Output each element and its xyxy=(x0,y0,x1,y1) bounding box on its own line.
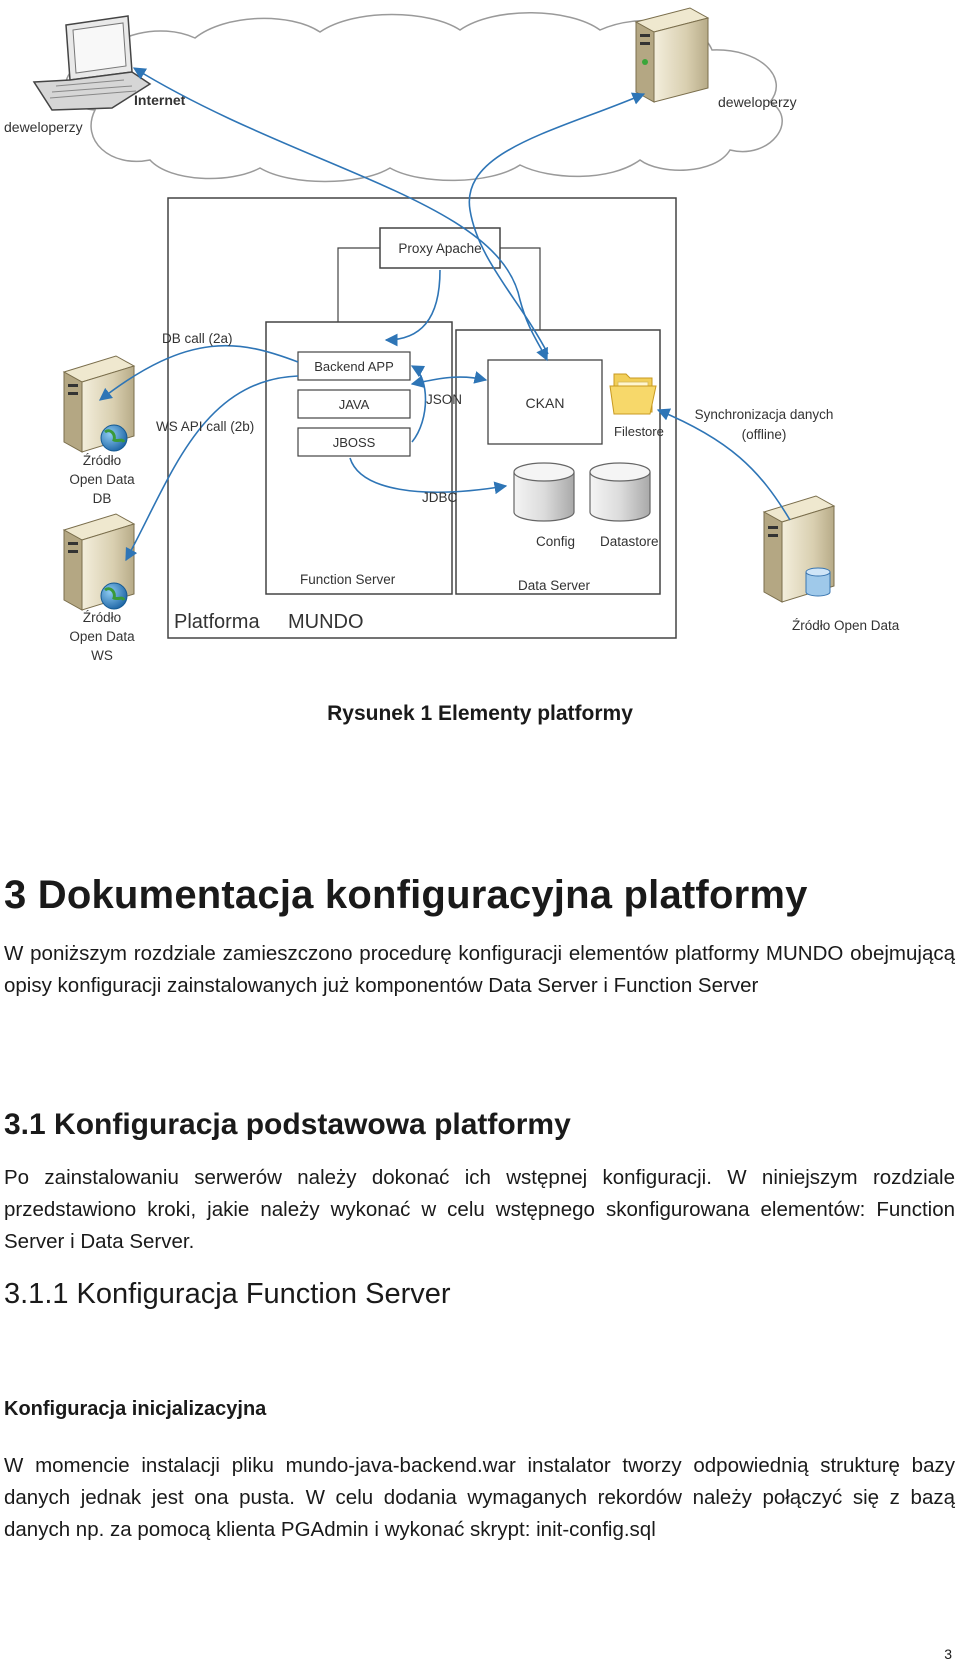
platform-architecture-diagram: Internet deweloperzy deweloperzy Platfor… xyxy=(4,7,900,663)
section-heading: 3 Dokumentacja konfiguracyjna platformy xyxy=(4,873,808,917)
json-arrow xyxy=(410,371,488,388)
internet-label: Internet xyxy=(134,92,186,108)
platform-name: MUNDO xyxy=(288,611,364,633)
paragraph-heading: Konfiguracja inicjalizacyjna xyxy=(4,1398,267,1420)
jboss-to-backend-arrow xyxy=(410,365,427,443)
jboss-box xyxy=(297,427,411,457)
subsubsection-heading: 3.1.1 Konfiguracja Function Server xyxy=(4,1278,451,1310)
datastore-database-icon xyxy=(589,462,651,522)
developers-left-label: deweloperzy xyxy=(4,119,83,135)
ckan-label: CKAN xyxy=(526,395,565,411)
src-db-label-2: Open Data xyxy=(69,472,135,487)
open-data-db-server-icon xyxy=(62,355,136,453)
jdbc-arrow xyxy=(349,457,508,495)
function-server-label: Function Server xyxy=(300,572,396,587)
src-ws-label-1: Źródło xyxy=(83,610,121,625)
java-box xyxy=(297,389,411,419)
data-server-box xyxy=(455,329,661,595)
data-server-label: Data Server xyxy=(518,578,591,593)
final-paragraph: W momencie instalacji pliku mundo-java-b… xyxy=(4,1454,955,1541)
src-db-label-3: DB xyxy=(93,491,112,506)
section-paragraph: W poniższym rozdziale zamieszczono proce… xyxy=(4,942,955,997)
sync-label-1: Synchronizacja danych xyxy=(695,407,834,422)
page-number: 3 xyxy=(944,1646,952,1662)
ws-api-call-arrow xyxy=(125,375,299,562)
proxy-to-backend-arrow xyxy=(384,269,441,347)
jboss-label: JBOSS xyxy=(333,435,376,450)
subsection-paragraph: Po zainstalowaniu serwerów należy dokona… xyxy=(4,1166,955,1253)
ckan-box xyxy=(487,359,603,445)
platform-word: Platforma xyxy=(174,611,260,633)
proxy-apache-label: Proxy Apache xyxy=(398,241,481,256)
db-call-arrow xyxy=(98,344,299,401)
db-call-label: DB call (2a) xyxy=(162,331,233,346)
json-label: JSON xyxy=(426,392,462,407)
developers-right-label: deweloperzy xyxy=(718,94,797,110)
figure-caption: Rysunek 1 Elementy platformy xyxy=(327,702,633,725)
datastore-label: Datastore xyxy=(600,534,659,549)
config-label: Config xyxy=(536,534,575,549)
config-database-icon xyxy=(513,462,575,522)
filestore-label: Filestore xyxy=(614,424,664,439)
backend-app-label: Backend APP xyxy=(314,359,394,374)
jdbc-label: JDBC xyxy=(422,490,458,505)
src-ws-label-3: WS xyxy=(91,648,113,663)
src-db-label-1: Źródło xyxy=(83,453,121,468)
ws-api-call-label: WS API call (2b) xyxy=(156,419,254,434)
src-open-label: Źródło Open Data xyxy=(792,618,900,633)
developers-to-proxy-arrow xyxy=(468,92,646,355)
java-label: JAVA xyxy=(339,397,370,412)
sync-arrow xyxy=(656,408,791,521)
folder-icon xyxy=(609,373,657,415)
database-icon xyxy=(805,567,831,597)
developers-server-icon xyxy=(634,7,710,103)
src-ws-label-2: Open Data xyxy=(69,629,135,644)
subsection-heading: 3.1 Konfiguracja podstawowa platformy xyxy=(4,1108,571,1141)
internet-to-ckan-arrow xyxy=(132,67,548,362)
sync-label-2: (offline) xyxy=(742,427,787,442)
